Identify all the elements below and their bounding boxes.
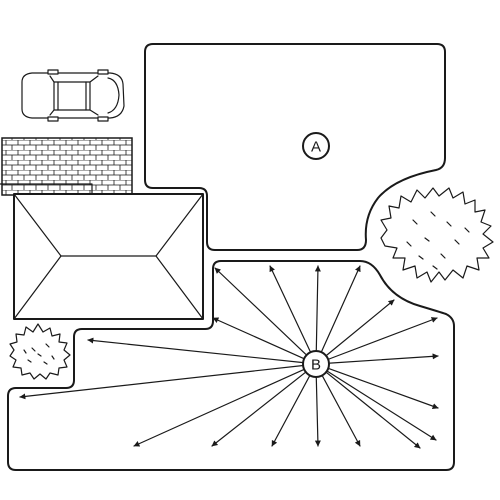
driveway-edge: [0, 183, 93, 195]
lawn-zone-b: [7, 260, 455, 471]
tree-icon: [380, 187, 494, 283]
spray-arrow: [326, 372, 421, 449]
spray-arrow: [214, 267, 307, 355]
zone-b-label: B: [311, 357, 321, 374]
spray-arrow: [19, 365, 303, 400]
spray-arrow: [327, 370, 437, 441]
spray-arrow: [271, 375, 310, 447]
car-icon: [21, 69, 125, 122]
spray-arrow: [211, 372, 306, 447]
zone-a-marker: [302, 132, 330, 160]
spray-arrow: [328, 368, 439, 409]
spray-arrow: [269, 265, 311, 352]
sprinkler-spray-arrows: [19, 265, 439, 449]
house: [13, 193, 204, 320]
spray-arrow: [322, 375, 361, 447]
spray-arrow: [328, 317, 438, 360]
spray-arrow: [329, 353, 439, 364]
paved-driveway: [1, 137, 133, 196]
spray-arrow: [314, 377, 321, 447]
shrub-icon: [9, 323, 71, 380]
spray-arrow: [326, 299, 395, 356]
spray-arrow: [87, 337, 303, 364]
zone-a-label: A: [311, 139, 321, 156]
spray-arrow: [212, 317, 304, 359]
zone-b-marker: [302, 350, 330, 378]
lawn-zone-a: [144, 43, 446, 251]
spray-arrow: [133, 369, 304, 447]
spray-arrow: [321, 265, 361, 352]
spray-arrow: [314, 265, 321, 351]
